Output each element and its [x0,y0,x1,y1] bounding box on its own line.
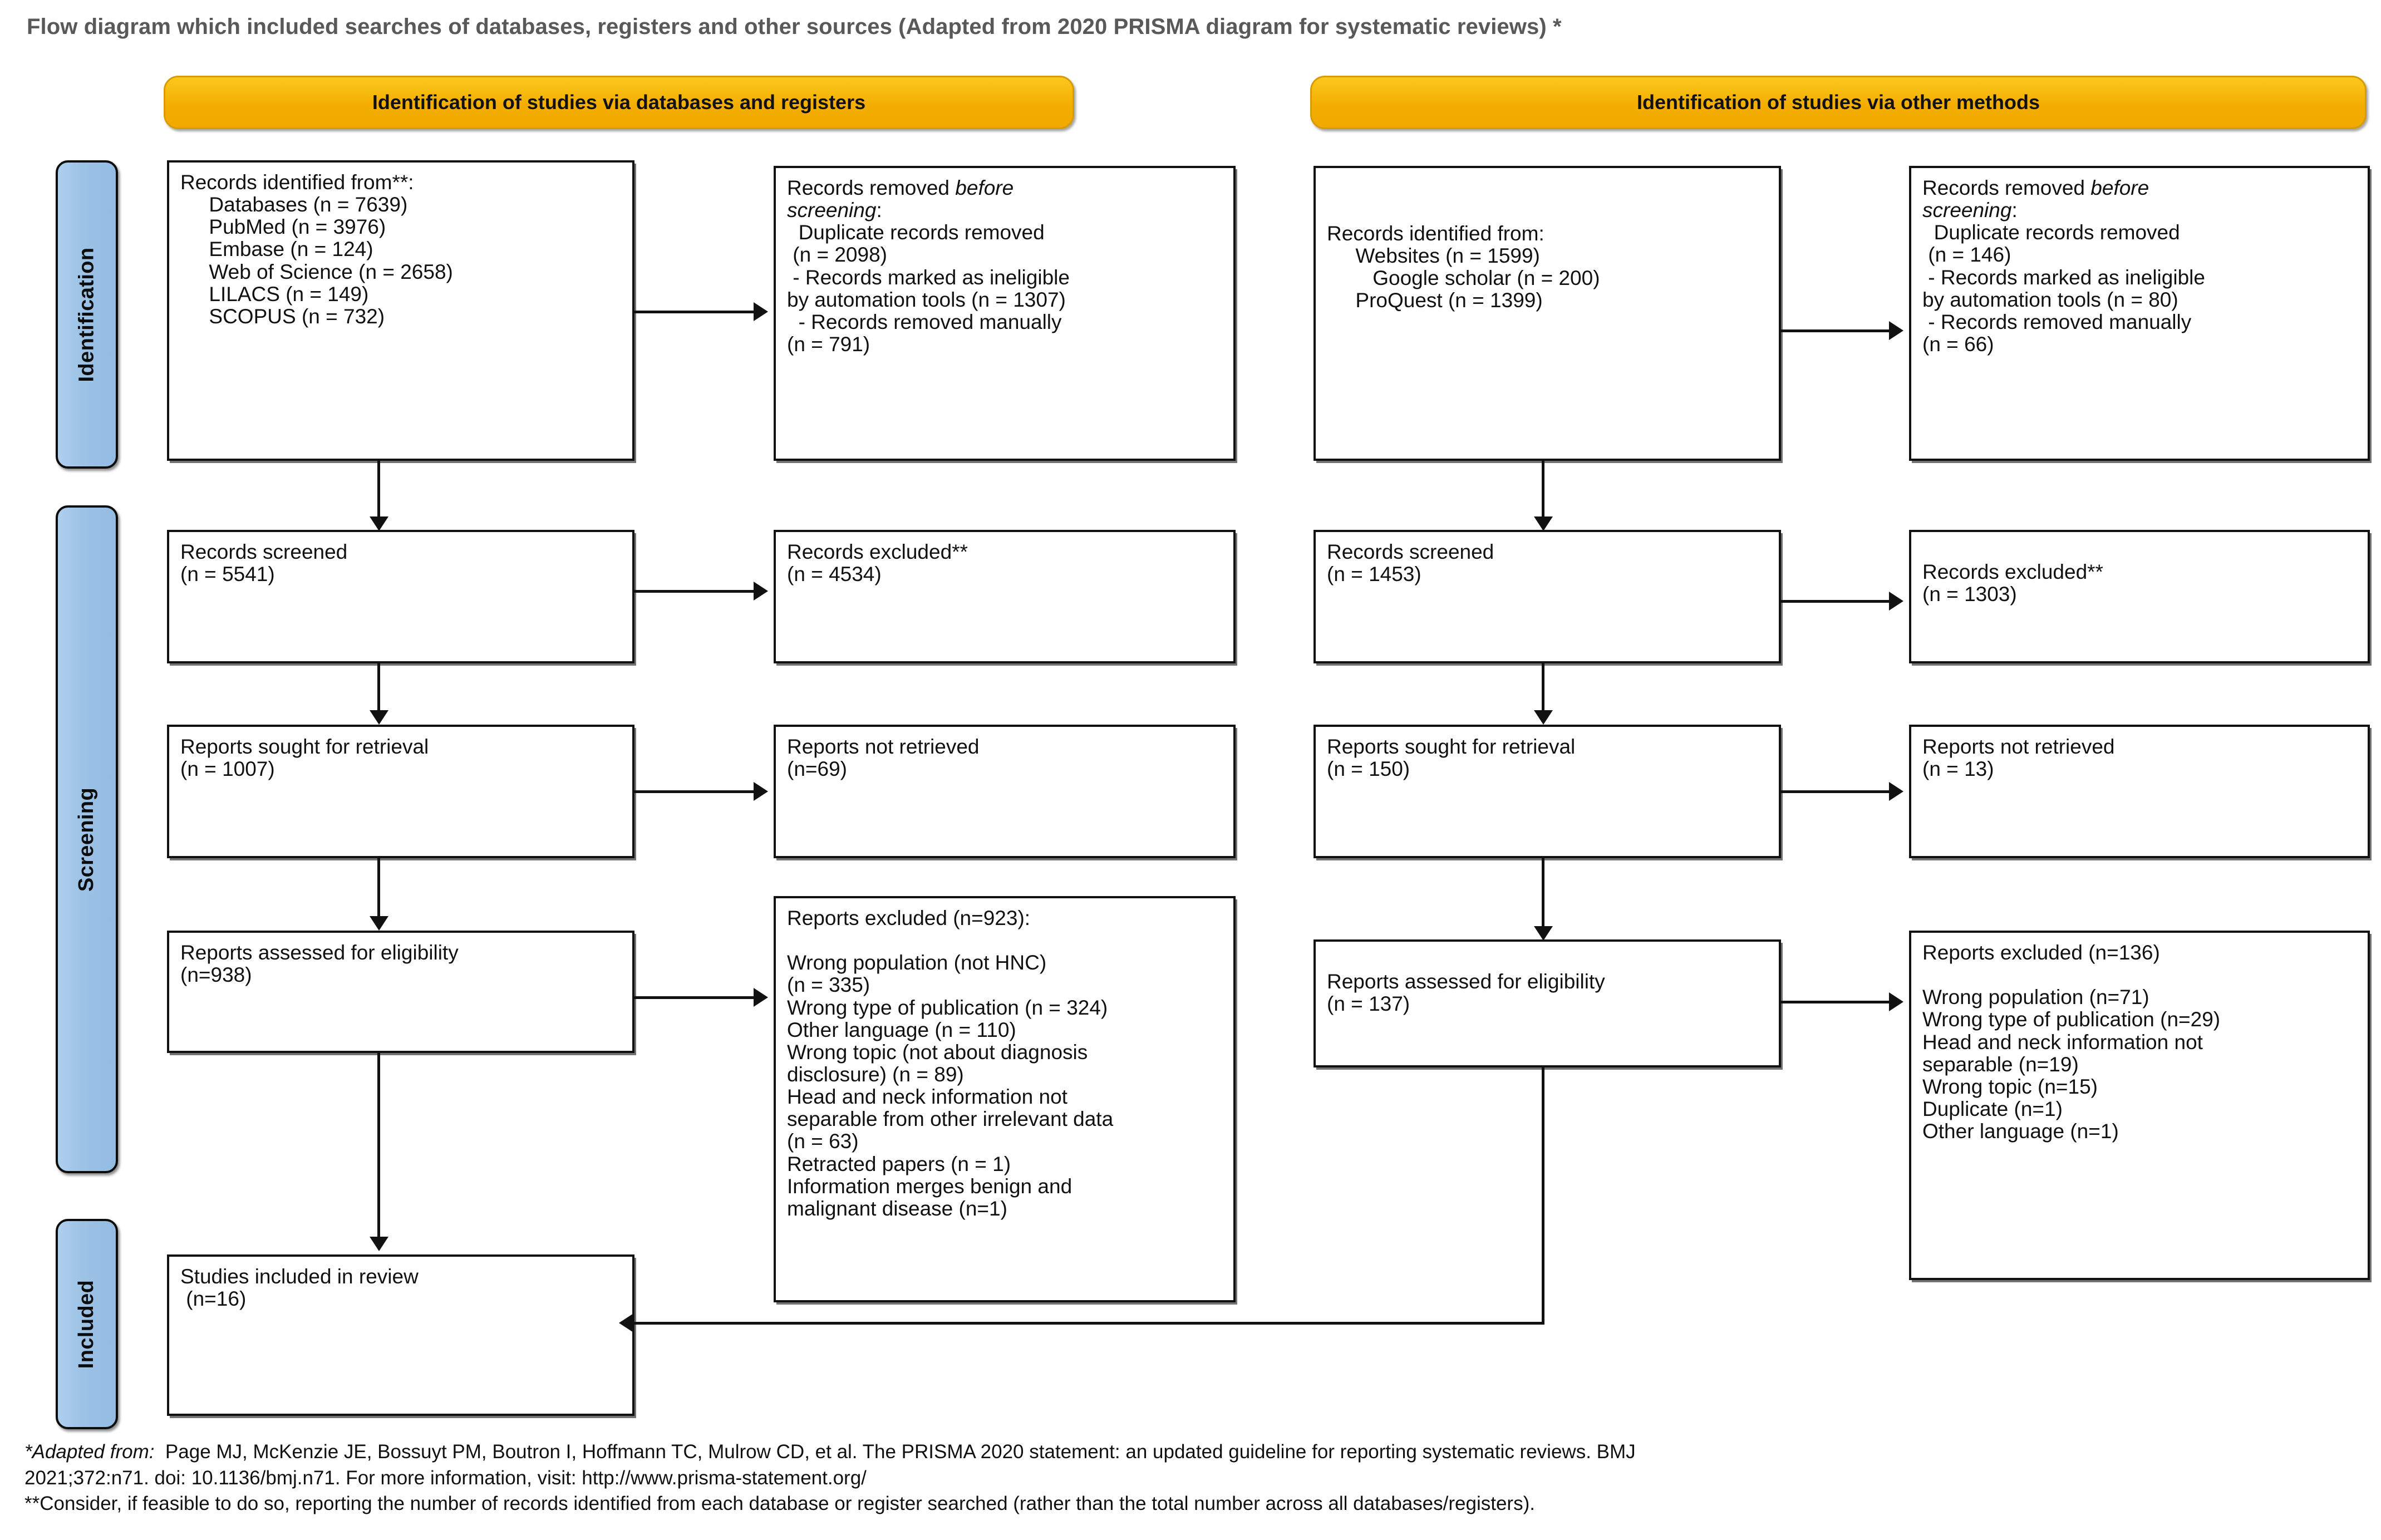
box-left-studies-included: Studies included in review (n=16) [167,1254,634,1416]
box-right-records-identified: Records identified from: Websites (n = 1… [1314,166,1781,461]
box-right-records-screened: Records screened (n = 1453) [1314,530,1781,663]
removed-head-italic2: screening [787,199,877,222]
footnote-adapted-from-label: *Adapted from: [24,1441,155,1463]
removed-rest-right: : Duplicate records removed (n = 146) - … [1922,199,2205,356]
page-title: Flow diagram which included searches of … [27,14,1562,39]
connector-right-screened-to-excluded [1781,600,1889,603]
connector-left-identified-to-removed [634,311,754,313]
header-bar-databases: Identification of studies via databases … [164,76,1074,129]
header-bar-other-methods: Identification of studies via other meth… [1310,76,2367,129]
box-left-studies-included-text: Studies included in review (n=16) [180,1265,419,1311]
box-right-reports-not-retrieved-text: Reports not retrieved (n = 13) [1922,735,2115,781]
box-left-records-excluded-text: Records excluded** (n = 4534) [787,540,968,586]
removed-head-right-italic: before [2090,176,2149,199]
box-left-records-removed: Records removed before screening: Duplic… [774,166,1236,461]
stage-label-screening: Screening [56,505,118,1173]
arrowhead-left-sought-to-assessed [370,916,388,931]
header-bar-databases-label: Identification of studies via databases … [372,91,866,114]
arrowhead-left-identified-to-screened [370,516,388,531]
box-left-records-identified: Records identified from**: Databases (n … [167,160,634,461]
box-right-reports-excluded: Reports excluded (n=136) Wrong populatio… [1909,931,2370,1280]
box-right-reports-assessed: Reports assessed for eligibility (n = 13… [1314,939,1781,1067]
connector-left-identified-to-screened [377,461,380,516]
box-right-reports-sought-text: Reports sought for retrieval (n = 150) [1327,735,1576,781]
box-left-reports-sought-text: Reports sought for retrieval (n = 1007) [180,735,429,781]
stage-label-included: Included [56,1219,118,1429]
arrowhead-right-to-included [619,1313,633,1332]
box-left-reports-assessed: Reports assessed for eligibility (n=938) [167,931,634,1053]
connector-right-assessed-down [1542,1067,1544,1323]
removed-head-right: Records removed [1922,176,2091,199]
connector-left-assessed-to-included [377,1053,380,1237]
box-left-reports-not-retrieved: Reports not retrieved (n=69) [774,725,1236,858]
arrowhead-left-screened-to-sought [370,710,388,725]
arrowhead-right-identified-to-removed [1889,321,1903,340]
connector-left-sought-to-not-retrieved [634,790,754,793]
box-right-records-identified-text: Records identified from: Websites (n = 1… [1327,222,1600,312]
connector-left-assessed-to-excluded [634,996,754,999]
box-left-records-identified-text: Records identified from**: Databases (n … [180,171,453,328]
footnote-line-1-rest: Page MJ, McKenzie JE, Bossuyt PM, Boutro… [154,1441,1636,1463]
removed-head: Records removed [787,176,956,199]
box-left-records-screened-text: Records screened (n = 5541) [180,540,348,586]
box-right-records-screened-text: Records screened (n = 1453) [1327,540,1494,586]
stage-label-identification: Identification [56,160,118,469]
footnote-line-3: **Consider, if feasible to do so, report… [24,1493,1535,1515]
footnotes: *Adapted from: Page MJ, McKenzie JE, Bos… [24,1439,2362,1517]
box-left-reports-sought: Reports sought for retrieval (n = 1007) [167,725,634,858]
arrowhead-right-sought-to-not-retrieved [1889,782,1903,801]
arrowhead-left-sought-to-not-retrieved [754,782,768,801]
box-left-reports-excluded: Reports excluded (n=923): Wrong populati… [774,896,1236,1302]
connector-right-to-included-horizontal [633,1322,1544,1325]
connector-left-screened-to-sought [377,663,380,710]
box-right-records-removed: Records removed before screening: Duplic… [1909,166,2370,461]
arrowhead-right-sought-to-assessed [1534,926,1553,941]
box-right-records-excluded: Records excluded** (n = 1303) [1909,530,2370,663]
box-left-records-removed-text: Records removed before screening: Duplic… [787,176,1222,356]
connector-right-sought-to-assessed [1542,858,1544,926]
arrowhead-left-identified-to-removed [754,302,768,321]
footnote-line-1: *Adapted from: Page MJ, McKenzie JE, Bos… [24,1439,2362,1465]
box-right-records-excluded-text: Records excluded** (n = 1303) [1922,560,2103,606]
arrowhead-right-screened-to-excluded [1889,592,1903,611]
arrowhead-right-identified-to-screened [1534,516,1553,531]
stage-label-identification-text: Identification [75,247,99,382]
stage-label-screening-text: Screening [75,787,99,892]
footnote-line-2: 2021;372:n71. doi: 10.1136/bmj.n71. For … [24,1467,867,1489]
box-left-reports-excluded-text: Reports excluded (n=923): Wrong populati… [787,907,1114,1220]
box-left-reports-assessed-text: Reports assessed for eligibility (n=938) [180,941,459,987]
arrowhead-left-assessed-to-included [370,1237,388,1251]
removed-rest: : Duplicate records removed (n = 2098) -… [787,199,1070,356]
removed-head-right-italic2: screening [1922,199,2012,222]
arrowhead-right-assessed-to-excluded [1889,992,1903,1011]
connector-right-identified-to-removed [1781,329,1889,332]
connector-right-assessed-to-excluded [1781,1001,1889,1003]
connector-right-identified-to-screened [1542,461,1544,516]
connector-left-screened-to-excluded [634,590,754,593]
connector-right-sought-to-not-retrieved [1781,790,1889,793]
box-right-reports-sought: Reports sought for retrieval (n = 150) [1314,725,1781,858]
box-right-records-removed-text: Records removed before screening: Duplic… [1922,176,2357,356]
connector-left-sought-to-assessed [377,858,380,916]
box-right-reports-not-retrieved: Reports not retrieved (n = 13) [1909,725,2370,858]
header-bar-other-methods-label: Identification of studies via other meth… [1636,91,2040,114]
connector-right-screened-to-sought [1542,663,1544,710]
arrowhead-right-screened-to-sought [1534,710,1553,725]
box-right-reports-excluded-text: Reports excluded (n=136) Wrong populatio… [1922,941,2221,1143]
box-left-reports-not-retrieved-text: Reports not retrieved (n=69) [787,735,980,781]
removed-head-italic: before [955,176,1014,199]
box-left-records-excluded: Records excluded** (n = 4534) [774,530,1236,663]
arrowhead-left-assessed-to-excluded [754,988,768,1007]
box-right-reports-assessed-text: Reports assessed for eligibility (n = 13… [1327,970,1605,1016]
stage-label-included-text: Included [75,1280,99,1369]
box-left-records-screened: Records screened (n = 5541) [167,530,634,663]
arrowhead-left-screened-to-excluded [754,582,768,601]
